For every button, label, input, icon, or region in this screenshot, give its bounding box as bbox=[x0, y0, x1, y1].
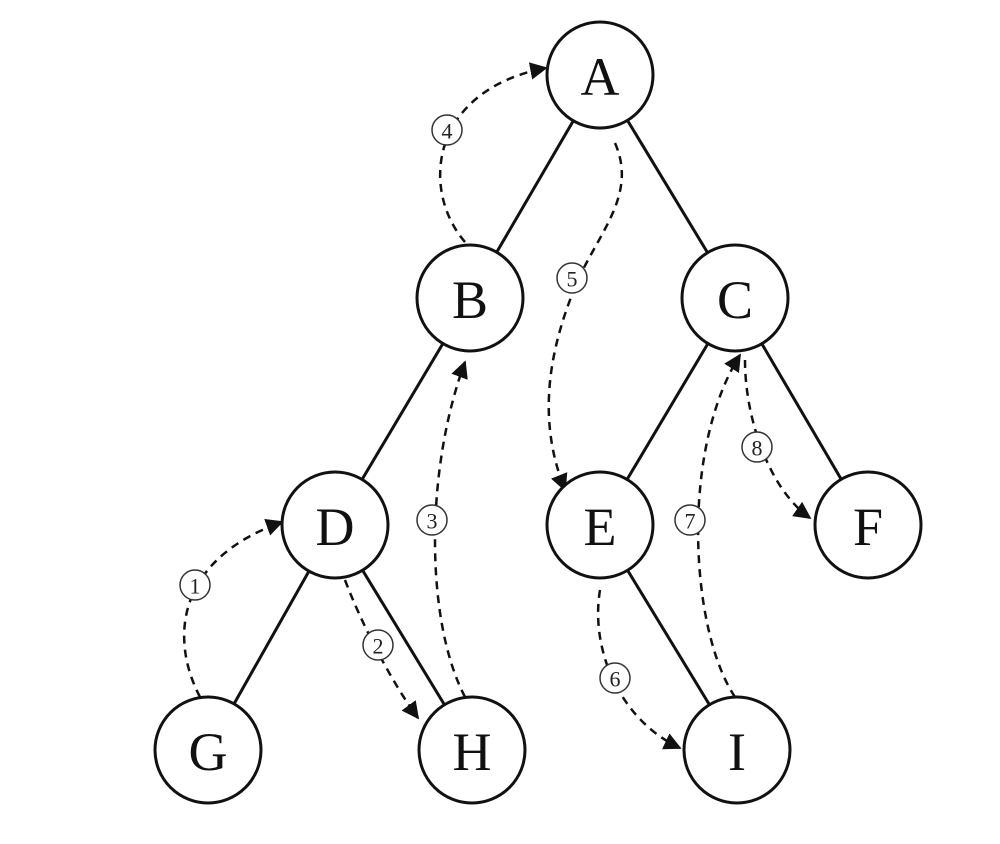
step-label-2: 2 bbox=[362, 629, 394, 661]
node-E: E bbox=[545, 470, 655, 580]
traversal-arrow-7 bbox=[696, 353, 742, 698]
step-label-7: 7 bbox=[674, 504, 706, 536]
node-G: G bbox=[153, 695, 263, 805]
node-label: C bbox=[717, 270, 753, 330]
step-label-4: 4 bbox=[431, 114, 463, 146]
node-C: C bbox=[680, 243, 790, 353]
step-label-1: 1 bbox=[179, 569, 211, 601]
node-label: I bbox=[728, 722, 746, 782]
svg-text:3: 3 bbox=[427, 509, 438, 534]
node-D: D bbox=[280, 470, 390, 580]
traversal-arrow-1 bbox=[183, 519, 284, 698]
step-label-8: 8 bbox=[741, 431, 773, 463]
node-label: G bbox=[189, 722, 228, 782]
svg-text:8: 8 bbox=[752, 436, 763, 461]
svg-text:7: 7 bbox=[685, 509, 696, 534]
node-label: E bbox=[584, 497, 617, 557]
node-label: H bbox=[453, 722, 492, 782]
traversal-arrow-8 bbox=[743, 359, 812, 520]
svg-text:2: 2 bbox=[373, 634, 384, 659]
node-label: F bbox=[853, 497, 883, 557]
svg-text:1: 1 bbox=[190, 574, 201, 599]
step-label-5: 5 bbox=[556, 262, 588, 294]
svg-text:5: 5 bbox=[567, 267, 578, 292]
node-F: F bbox=[813, 470, 923, 580]
step-label-3: 3 bbox=[416, 504, 448, 536]
node-H: H bbox=[417, 695, 527, 805]
svg-text:4: 4 bbox=[442, 119, 453, 144]
node-label: D bbox=[316, 497, 355, 557]
traversal-arrow-5 bbox=[547, 142, 624, 492]
node-B: B bbox=[415, 243, 525, 353]
node-label: A bbox=[581, 47, 620, 107]
node-I: I bbox=[682, 695, 792, 805]
step-label-6: 6 bbox=[599, 662, 631, 694]
traversal-arrow-4 bbox=[438, 62, 548, 243]
svg-text:6: 6 bbox=[610, 667, 621, 692]
node-label: B bbox=[452, 270, 488, 330]
node-A: A bbox=[545, 20, 655, 130]
traversal-arrow-3 bbox=[433, 360, 468, 698]
